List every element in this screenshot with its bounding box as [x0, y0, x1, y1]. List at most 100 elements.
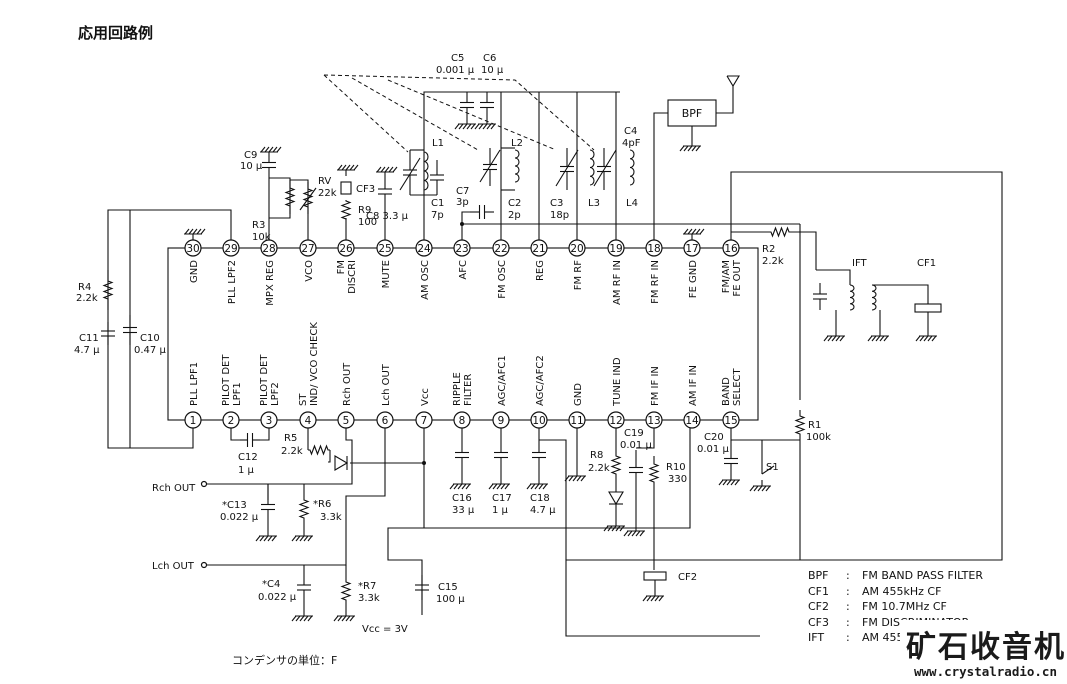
- resistor-r2: [760, 226, 800, 238]
- ic-pin-label-line: PLL LPF2: [227, 260, 238, 304]
- rch-out-label: Rch OUT: [152, 483, 196, 494]
- ic-pin-number: 18: [647, 243, 660, 255]
- led-tune-ind: [608, 491, 624, 506]
- label: L3: [588, 198, 600, 209]
- wire-pll-lpf: [107, 209, 232, 449]
- tuning-arrow: [479, 149, 501, 183]
- ground-symbol: [255, 530, 277, 542]
- label: 0.022 μ: [220, 512, 259, 523]
- ic-pin-number: 26: [339, 243, 353, 255]
- wire: [872, 284, 929, 304]
- label: C1: [431, 198, 444, 209]
- ic-pin-label-line: FM RF: [573, 260, 584, 291]
- ic-pin-number: 15: [724, 415, 737, 427]
- resistor-r3: [284, 180, 296, 214]
- label: C8 3.3 μ: [366, 211, 409, 222]
- label: C7: [456, 186, 469, 197]
- label: 0.022 μ: [258, 592, 297, 603]
- label: R9: [358, 205, 371, 216]
- label: C5: [451, 53, 464, 64]
- lch-out-label: Lch OUT: [152, 561, 195, 572]
- label: C10: [140, 333, 160, 344]
- ic-pin-number: 21: [532, 243, 545, 255]
- label: S1: [766, 462, 779, 473]
- ic-pin-label: PLL LPF2: [227, 260, 238, 304]
- ic-pin-label: FM OSC: [497, 260, 508, 299]
- ground-symbol: [291, 530, 313, 542]
- wire: [816, 269, 851, 285]
- ic-pin-number: 23: [455, 243, 468, 255]
- ic-pin-number: 7: [421, 415, 428, 427]
- wire-lch-out: [206, 428, 386, 566]
- ic-pin-label-line: FILTER: [463, 374, 474, 406]
- ic-pin-number: 27: [301, 243, 314, 255]
- capacitor-ift: [813, 283, 827, 310]
- ic-pin-label-line: VCO: [304, 260, 315, 282]
- ic-pin-number: 5: [343, 415, 350, 427]
- label: C9: [244, 150, 257, 161]
- label: 33 μ: [452, 505, 475, 516]
- label: C2: [508, 198, 521, 209]
- bpf-box: [667, 99, 717, 127]
- label: C16: [452, 493, 472, 504]
- wire: [387, 428, 425, 615]
- label: C15: [438, 582, 458, 593]
- gang-line: [323, 74, 595, 151]
- label: R8: [590, 450, 603, 461]
- label: C20: [704, 432, 724, 443]
- switch-s1: [761, 465, 775, 475]
- ic-pin-label: AM IF IN: [688, 365, 699, 406]
- ground-symbol: [488, 478, 510, 490]
- ic-pin-label-line: REG: [535, 260, 546, 281]
- ic-pin-label-line: IND/ VCO CHECK: [309, 322, 320, 406]
- capacitor-c13: [261, 484, 275, 530]
- ic-pin-label-line: LPF1: [232, 382, 243, 406]
- ic-pin-label-line: MPX REG: [265, 260, 276, 306]
- capacitor-c17: [494, 440, 508, 470]
- label: 0.01 μ: [697, 444, 729, 455]
- legend-row-ift: IFT:AM 455k: [808, 631, 910, 644]
- label: 1 μ: [238, 465, 255, 476]
- ic-pin-label-line: AM RF IN: [612, 260, 623, 305]
- ic-pin-number: 29: [224, 243, 237, 255]
- ic-pin-label-line: FE GND: [688, 260, 699, 298]
- label: 2.2k: [588, 463, 610, 474]
- ic-pin-label: TUNE IND: [612, 357, 623, 407]
- ground-pin-30: [184, 228, 206, 240]
- ic-pin-label: FM RF: [573, 260, 584, 291]
- label: C4: [624, 126, 637, 137]
- capacitor-c7: [470, 205, 494, 219]
- label: C6: [483, 53, 496, 64]
- label: L1: [432, 138, 444, 149]
- ic-pin-label-line: AGC/AFC2: [535, 355, 546, 406]
- ic-pin-number: 4: [305, 415, 312, 427]
- ground-symbol: [376, 166, 398, 178]
- ic-pin-label: REG: [535, 260, 546, 281]
- label: C17: [492, 493, 512, 504]
- ic-pin-number: 9: [498, 415, 505, 427]
- ground-symbol: [623, 525, 645, 537]
- wire: [565, 171, 1003, 637]
- capacitor-c4-out: [297, 565, 311, 610]
- ic-pin-label-line: PILOT DET: [259, 354, 270, 406]
- vcc-label: Vcc = 3V: [362, 624, 408, 635]
- coil-ift-secondary: [871, 284, 877, 311]
- capacitor-c18: [532, 440, 546, 470]
- label: IFT: [852, 258, 868, 269]
- ic-pin-label: AFC: [458, 260, 469, 280]
- label: *C4: [262, 579, 280, 590]
- coil-l1: [423, 151, 429, 191]
- label: 100k: [806, 432, 831, 443]
- ic-pin-label-line: PLL LPF1: [189, 362, 200, 406]
- ic-pin-label: Lch OUT: [381, 363, 392, 406]
- ic-pin-number: 17: [685, 243, 698, 255]
- ic-pin-number: 25: [378, 243, 391, 255]
- ic-pin-number: 6: [382, 415, 389, 427]
- resistor-r8: [610, 450, 622, 480]
- label: 0.001 μ: [436, 65, 475, 76]
- ic-pin-label: PLL LPF1: [189, 362, 200, 406]
- label: R4: [78, 282, 91, 293]
- label: 3.3k: [320, 512, 342, 523]
- ground-symbol: [679, 140, 701, 152]
- ic-pin-number: 22: [494, 243, 507, 255]
